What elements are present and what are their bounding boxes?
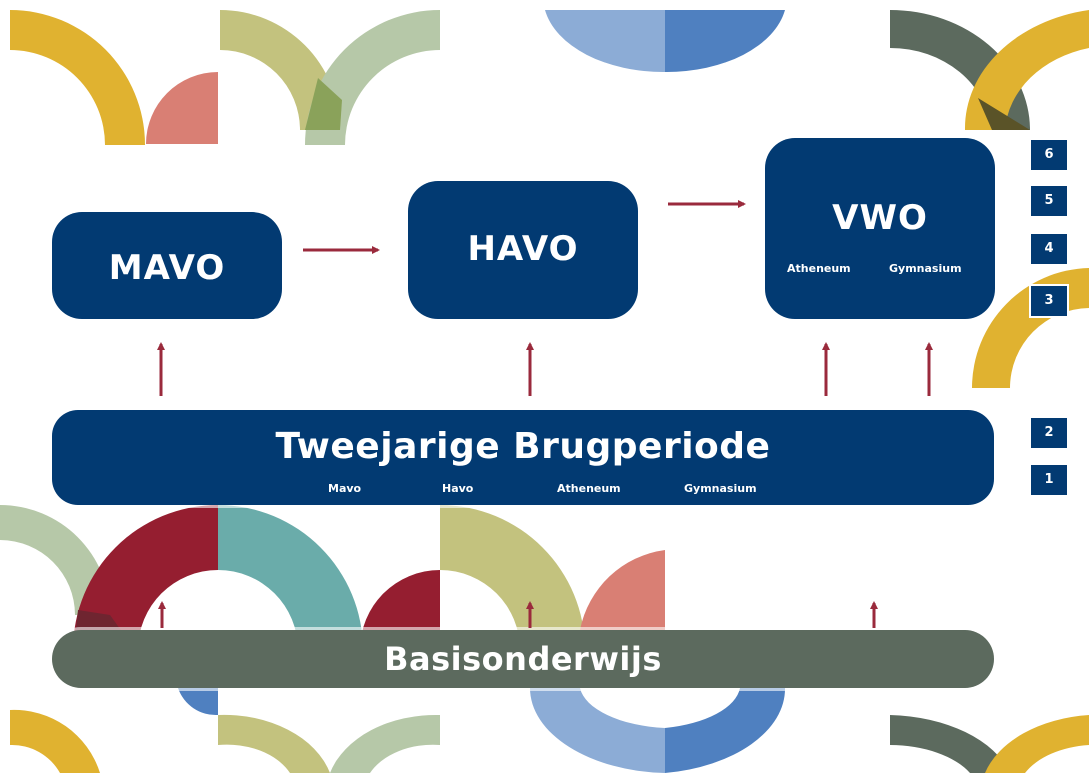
decor-overlap-green [305, 78, 342, 130]
decor-arc-olive-top [220, 10, 340, 130]
year-badge: 5 [1031, 186, 1067, 216]
year-badge: 6 [1031, 140, 1067, 170]
decor-quarter-salmon-bottom [580, 550, 665, 630]
decor-arc-mustard-top-left [10, 10, 145, 145]
brug-sub-gymnasium: Gymnasium [684, 482, 757, 495]
decor-arc-teal [218, 505, 363, 650]
year-badge: 1 [1031, 465, 1067, 495]
decor-half-blue-light [545, 10, 665, 73]
brugperiode-box: Tweejarige Brugperiode Mavo Havo Atheneu… [52, 410, 994, 505]
vwo-box: VWO Atheneum Gymnasium [765, 138, 995, 319]
mavo-box: MAVO [52, 212, 282, 319]
decor-overlap-dark [978, 98, 1030, 130]
decor-arc-dark-olive-bottom [890, 715, 1010, 773]
decor-arc-olive-bottom-2 [218, 714, 330, 773]
decor-arc-olive-bottom [440, 505, 585, 650]
brug-sub-mavo: Mavo [328, 482, 362, 495]
havo-box: HAVO [408, 181, 638, 319]
brugperiode-title: Tweejarige Brugperiode [275, 426, 771, 467]
brug-sub-atheneum: Atheneum [557, 482, 621, 495]
vwo-sub-atheneum: Atheneum [787, 262, 851, 275]
decor-quarter-blue-bottom [178, 688, 218, 716]
year-badge: 4 [1031, 234, 1067, 264]
year-badge: 3 [1031, 286, 1067, 316]
decor-arc-sage-bottom [330, 714, 440, 773]
mavo-title: MAVO [108, 248, 226, 288]
decor-half-blue-bottom [665, 688, 786, 773]
year-badge: 2 [1031, 418, 1067, 448]
decor-half-blue [665, 10, 785, 73]
basisonderwijs-title: Basisonderwijs [384, 640, 662, 678]
decor-arc-mustard-top-right [964, 10, 1089, 130]
vwo-sub-gymnasium: Gymnasium [889, 262, 962, 275]
decor-half-blue-light-bottom [530, 688, 665, 773]
decor-arc-sage-left [0, 505, 110, 615]
vwo-title: VWO [832, 198, 928, 238]
havo-title: HAVO [467, 229, 579, 269]
brug-sub-havo: Havo [442, 482, 474, 495]
decor-arc-crimson [73, 505, 218, 650]
decor-arc-mustard-bottom-right [985, 715, 1089, 773]
basisonderwijs-box: Basisonderwijs [52, 630, 994, 688]
decor-arc-mustard-bottom-left [10, 709, 100, 773]
decor-quarter-salmon [146, 72, 218, 144]
